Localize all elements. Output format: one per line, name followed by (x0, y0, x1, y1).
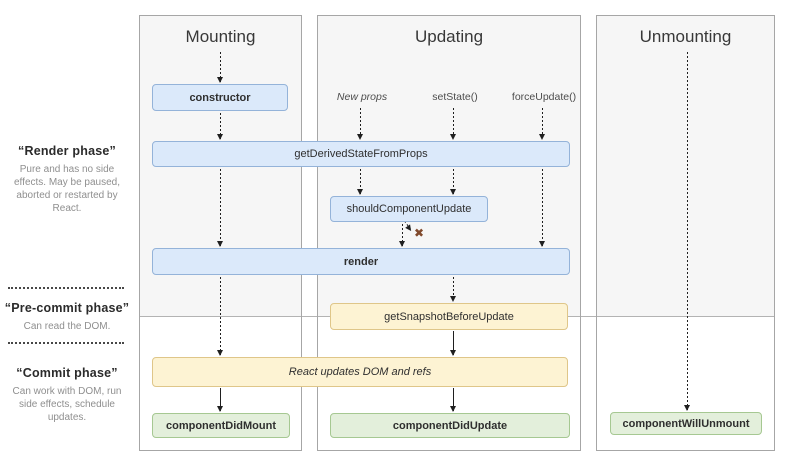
trigger-new-props: New props (336, 91, 388, 103)
phase-title: “Pre-commit phase” (4, 301, 130, 315)
phase-label-commit: “Commit phase” Can work with DOM, run si… (0, 366, 134, 424)
flow-arrow (684, 52, 690, 411)
flow-arrow (450, 331, 456, 356)
flow-arrow (539, 108, 545, 140)
flow-arrow (450, 277, 456, 302)
node-get-derived-state-from-props[interactable]: getDerivedStateFromProps (152, 141, 570, 167)
trigger-set-state[interactable]: setState() (432, 91, 478, 103)
flow-arrow (217, 277, 223, 356)
phase-description: Pure and has no side effects. May be pau… (14, 164, 120, 214)
column-title: Unmounting (639, 27, 732, 46)
flow-arrow (217, 113, 223, 140)
stop-x-icon: ✖ (414, 226, 425, 240)
trigger-force-update[interactable]: forceUpdate() (511, 91, 577, 103)
node-react-updates-dom: React updates DOM and refs (152, 357, 568, 387)
phase-label-pre-commit: “Pre-commit phase” Can read the DOM. (0, 301, 134, 333)
node-render[interactable]: render (152, 248, 570, 275)
phase-divider (8, 287, 124, 289)
node-get-snapshot-before-update[interactable]: getSnapshotBeforeUpdate (330, 303, 568, 330)
column-unmounting: Unmounting (596, 15, 775, 451)
flow-arrow (450, 169, 456, 195)
node-component-did-update[interactable]: componentDidUpdate (330, 413, 570, 438)
column-title: Mounting (185, 27, 256, 46)
phase-description: Can read the DOM. (23, 321, 111, 332)
flow-arrow (450, 108, 456, 140)
phase-title: “Commit phase” (16, 366, 118, 380)
node-constructor[interactable]: constructor (152, 84, 288, 111)
flow-arrow (357, 169, 363, 195)
phase-description: Can work with DOM, run side effects, sch… (12, 386, 122, 423)
node-component-did-mount[interactable]: componentDidMount (152, 413, 290, 438)
phase-label-render: “Render phase” Pure and has no side effe… (0, 144, 134, 215)
flow-arrow (217, 52, 223, 83)
flow-arrow (357, 108, 363, 140)
flow-arrow (217, 388, 223, 412)
column-title: Updating (414, 27, 484, 46)
flow-arrow (539, 169, 545, 247)
phase-title: “Render phase” (18, 144, 116, 158)
phase-divider (8, 342, 124, 344)
node-component-will-unmount[interactable]: componentWillUnmount (610, 412, 762, 435)
flow-arrow (450, 388, 456, 412)
node-should-component-update[interactable]: shouldComponentUpdate (330, 196, 488, 222)
render-phase-zone (597, 16, 774, 317)
flow-arrow (399, 224, 405, 247)
flow-arrow (217, 169, 223, 247)
